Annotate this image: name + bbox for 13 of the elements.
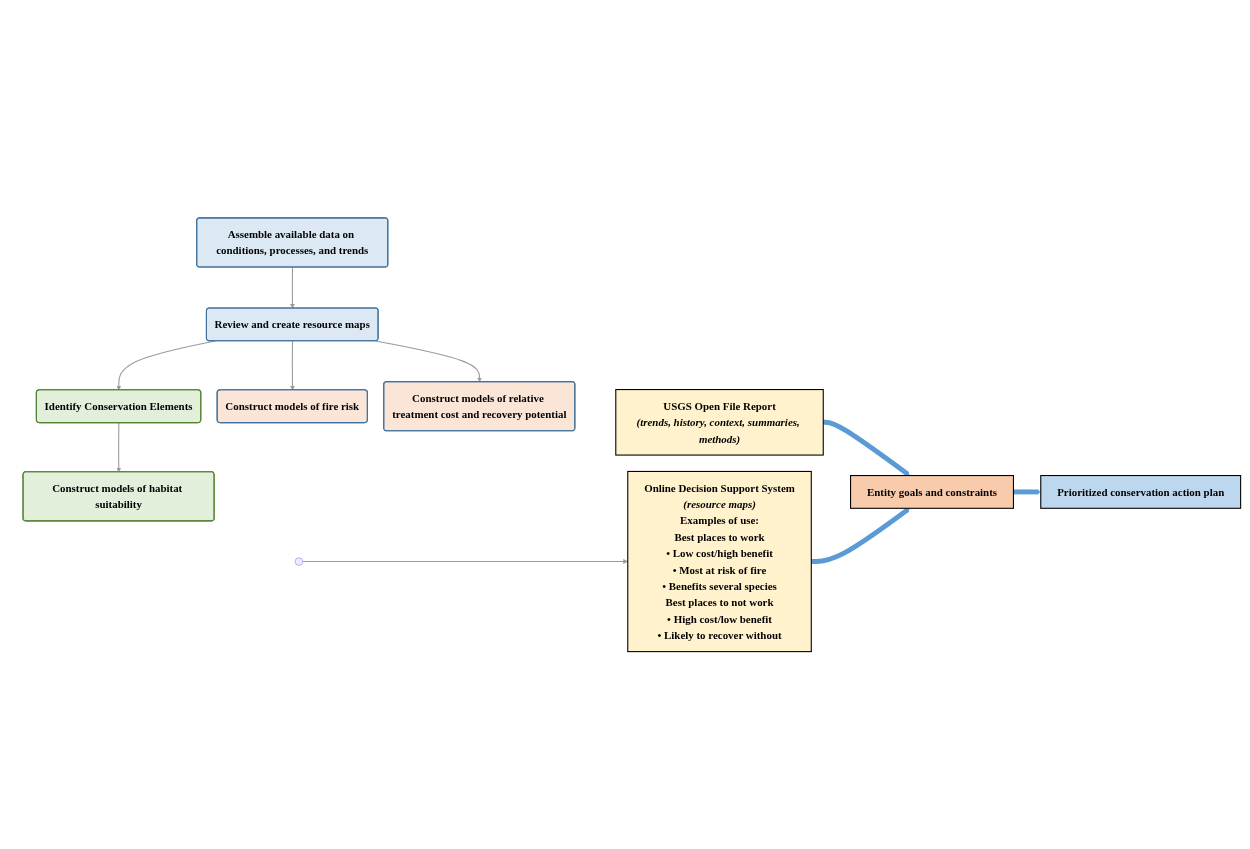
arrow <box>116 422 122 473</box>
arrow <box>116 340 216 391</box>
arrow <box>823 419 910 477</box>
node-box: Entity goals and constraints <box>850 475 1014 509</box>
arrow <box>1013 489 1041 495</box>
arrow <box>375 340 482 383</box>
arrow <box>290 340 295 391</box>
arrow <box>302 559 628 564</box>
node-box: Online Decision Support System (resource maps) Examples of use: Best places to work • Low cost/high benefit • Most at risk of fire • Benefits several species Best places to not work • High cost/low benefit • Likely to recover without <box>627 470 812 653</box>
arrow <box>290 266 295 309</box>
arrow <box>811 507 910 564</box>
node-box: USGS Open File Report (trends, history, context, summaries, methods) <box>615 389 824 456</box>
node-box: Prioritized conservation action plan <box>1040 475 1242 509</box>
